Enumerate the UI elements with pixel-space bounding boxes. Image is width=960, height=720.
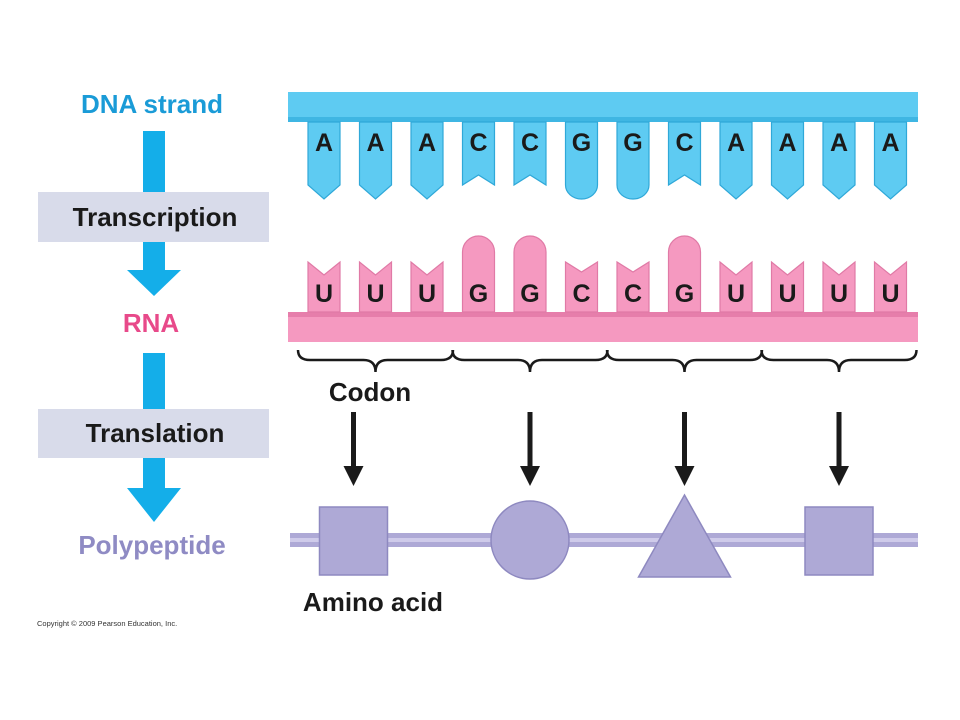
amino-acid-square: [804, 506, 874, 576]
translation-arrow: [127, 458, 181, 522]
rna-base-letter: G: [469, 280, 488, 308]
arrow-head: [674, 466, 695, 486]
copyright-text: Copyright © 2009 Pearson Education, Inc.: [37, 619, 177, 628]
rna-base-letter: U: [830, 280, 848, 308]
transcription-box: [38, 192, 269, 242]
amino-acid-square: [318, 506, 389, 576]
rna-base-letter: U: [366, 280, 384, 308]
codon-brace: [296, 349, 455, 373]
translation-box: [38, 409, 269, 458]
codon-arrows: [343, 412, 849, 486]
rna-base-letter: U: [315, 280, 333, 308]
rna-base-g: [667, 235, 702, 313]
translation-label: Translation: [86, 418, 225, 448]
amino-acid-triangle: [637, 493, 732, 578]
rna-base-letter: G: [675, 280, 694, 308]
codon-label: Codon: [329, 377, 411, 407]
polypeptide-label: Polypeptide: [78, 530, 225, 560]
amino-acid-circle: [490, 500, 570, 580]
rna-base-c: [616, 260, 650, 313]
dna-base-letter: A: [315, 129, 333, 157]
dna-backbone-shade: [288, 117, 918, 122]
codon-braces: [296, 349, 918, 373]
rna-base-letter: C: [572, 280, 590, 308]
dna-base-a: [358, 121, 393, 200]
rna-label: RNA: [123, 308, 180, 338]
dna-base-letter: C: [469, 129, 487, 157]
rna-base-letter: U: [778, 280, 796, 308]
codon-brace: [451, 349, 609, 373]
codon-brace: [760, 349, 918, 373]
dna-base-letter: A: [778, 129, 796, 157]
dna-base-g: [564, 121, 599, 200]
flow-arrow-shaft-1: [143, 131, 165, 193]
codon-brace: [605, 349, 764, 373]
rna-base-u: [358, 260, 393, 313]
rna-base-u: [770, 260, 805, 313]
dna-base-c: [667, 121, 702, 187]
dna-strand-label: DNA strand: [81, 89, 223, 119]
transcription-label: Transcription: [73, 202, 238, 232]
rna-base-letter: C: [624, 280, 642, 308]
rna-base-g: [513, 235, 547, 313]
dna-base-a: [307, 121, 341, 200]
rna-base-u: [719, 260, 753, 313]
dna-base-letter: C: [521, 129, 539, 157]
polypeptide-backbone-highlight: [290, 538, 918, 542]
rna-base-u: [307, 260, 341, 313]
arrow-head: [829, 466, 849, 486]
rna-base-g: [461, 235, 496, 313]
dna-base-letter: G: [623, 129, 642, 157]
dna-base-c: [461, 121, 496, 187]
rna-base-u: [822, 260, 856, 313]
transcription-arrow: [127, 242, 181, 296]
rna-base-letter: U: [418, 280, 436, 308]
dna-base-letter: A: [366, 129, 384, 157]
dna-base-letter: A: [830, 129, 848, 157]
amino-acid-label: Amino acid: [303, 587, 443, 617]
rna-base-c: [564, 260, 599, 313]
arrow-head: [520, 466, 540, 486]
dna-base-letter: C: [675, 129, 693, 157]
rna-base-letter: G: [520, 280, 539, 308]
rna-base-u: [410, 260, 444, 313]
dna-base-a: [770, 121, 805, 200]
dna-base-a: [822, 121, 856, 200]
dna-base-letter: A: [881, 129, 899, 157]
rna-base-u: [873, 260, 908, 313]
dna-base-g: [616, 121, 650, 200]
dna-base-letter: A: [727, 129, 745, 157]
dna-base-a: [873, 121, 908, 200]
arrow-head: [343, 466, 364, 486]
dna-base-a: [410, 121, 444, 200]
dna-base-letter: A: [418, 129, 436, 157]
dna-base-c: [513, 121, 547, 187]
rna-base-letter: U: [881, 280, 899, 308]
rna-base-letter: U: [727, 280, 745, 308]
dna-base-letter: G: [572, 129, 591, 157]
rna-backbone-shade: [288, 312, 918, 317]
amino-acids: [318, 493, 874, 580]
flow-arrow-shaft-2: [143, 353, 165, 409]
dna-base-a: [719, 121, 753, 200]
